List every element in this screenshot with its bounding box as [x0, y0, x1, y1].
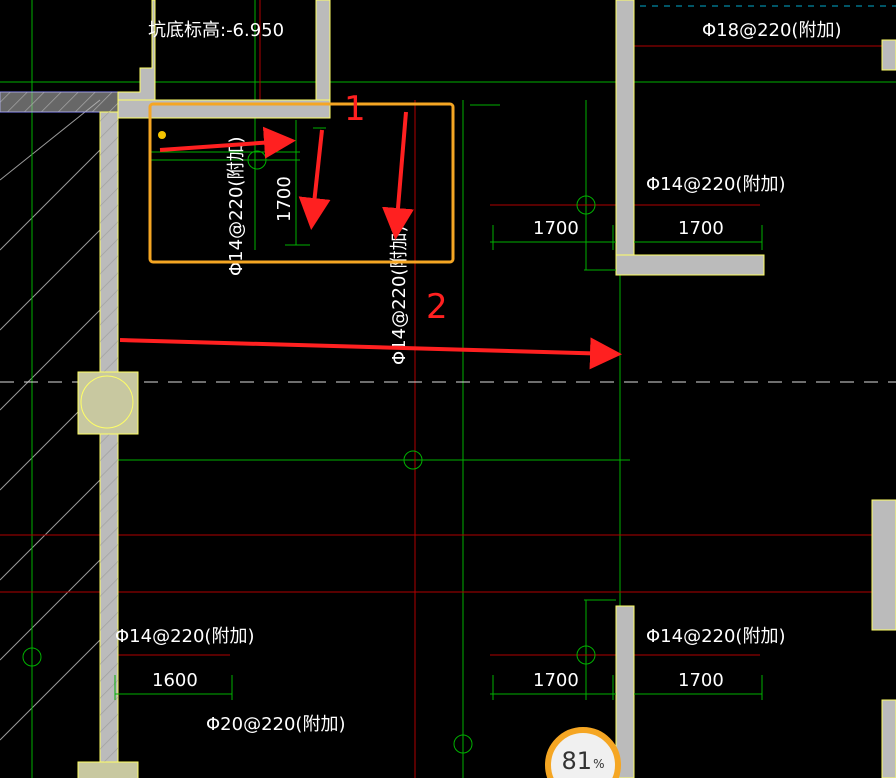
- zoom-unit: %: [593, 757, 605, 771]
- dimension-1700-d: 1700: [678, 670, 724, 691]
- rebar-label-phi20: Φ20@220(附加): [206, 714, 345, 735]
- grid-bubbles: [22, 150, 596, 754]
- column: [77, 371, 139, 778]
- pit-bottom-label: 坑底标高:-6.950: [148, 20, 284, 41]
- dimension-1700-b: 1700: [678, 218, 724, 239]
- rebar-labels: 坑底标高:-6.950 Φ18@220(附加) Φ14@220(附加) Φ14@…: [115, 20, 841, 735]
- dimension-1700-vertical: 1700: [274, 176, 295, 222]
- highlight-box: [148, 102, 455, 264]
- annotation-mark-1: 1: [344, 89, 366, 129]
- rebar-label-phi14-top-right: Φ14@220(附加): [646, 174, 785, 195]
- rebar-label-vertical-1: Φ14@220(附加): [226, 137, 247, 276]
- rebar-label-vertical-2: Φ14@220(附加): [389, 226, 410, 365]
- dimension-1600: 1600: [152, 670, 198, 691]
- rebar-label-phi14-bottom-left: Φ14@220(附加): [115, 626, 254, 647]
- dimension-lines: [114, 120, 763, 700]
- soil-hatch: [0, 99, 101, 741]
- annotation-mark-2: 2: [426, 287, 448, 327]
- zoom-value: 81: [561, 747, 593, 775]
- zoom-indicator[interactable]: 81 %: [545, 727, 621, 778]
- dimension-texts: 1700 1700 1700 1700 1600 1700: [152, 176, 724, 691]
- highlight-dot: [158, 131, 166, 139]
- rebar-label-phi14-bottom-right: Φ14@220(附加): [646, 626, 785, 647]
- dimension-1700-c: 1700: [533, 670, 579, 691]
- rebar-label-phi18: Φ18@220(附加): [702, 20, 841, 41]
- red-annotations: 1 2: [119, 89, 622, 370]
- dimension-1700-a: 1700: [533, 218, 579, 239]
